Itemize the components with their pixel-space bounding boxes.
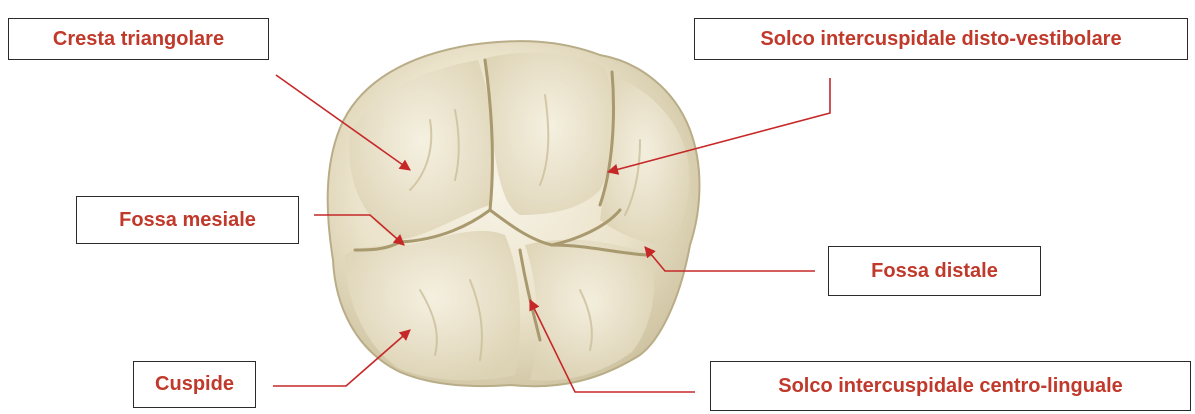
label-cresta-triangolare: Cresta triangolare: [53, 28, 224, 51]
label-fossa-distale: Fossa distale: [871, 260, 998, 283]
label-fossa-mesiale: Fossa mesiale: [119, 209, 256, 232]
label-solco-disto-vestibolare: Solco intercuspidale disto-vestibolare: [760, 28, 1121, 51]
leader-solco-centro-linguale: [530, 300, 695, 392]
label-box-fossa-mesiale: Fossa mesiale: [76, 196, 299, 244]
label-box-cresta-triangolare: Cresta triangolare: [8, 18, 269, 60]
label-cuspide: Cuspide: [155, 373, 234, 396]
leader-cuspide: [273, 330, 410, 386]
leader-cresta-triangolare: [276, 75, 410, 170]
label-box-cuspide: Cuspide: [133, 361, 256, 408]
leader-fossa-distale: [645, 247, 815, 271]
label-box-fossa-distale: Fossa distale: [828, 246, 1041, 296]
label-solco-centro-linguale: Solco intercuspidale centro-linguale: [778, 375, 1123, 398]
leader-solco-disto-vestibolare: [608, 78, 830, 172]
label-box-solco-disto-vestibolare: Solco intercuspidale disto-vestibolare: [694, 18, 1188, 60]
leader-fossa-mesiale: [314, 215, 404, 245]
label-box-solco-centro-linguale: Solco intercuspidale centro-linguale: [710, 361, 1191, 411]
